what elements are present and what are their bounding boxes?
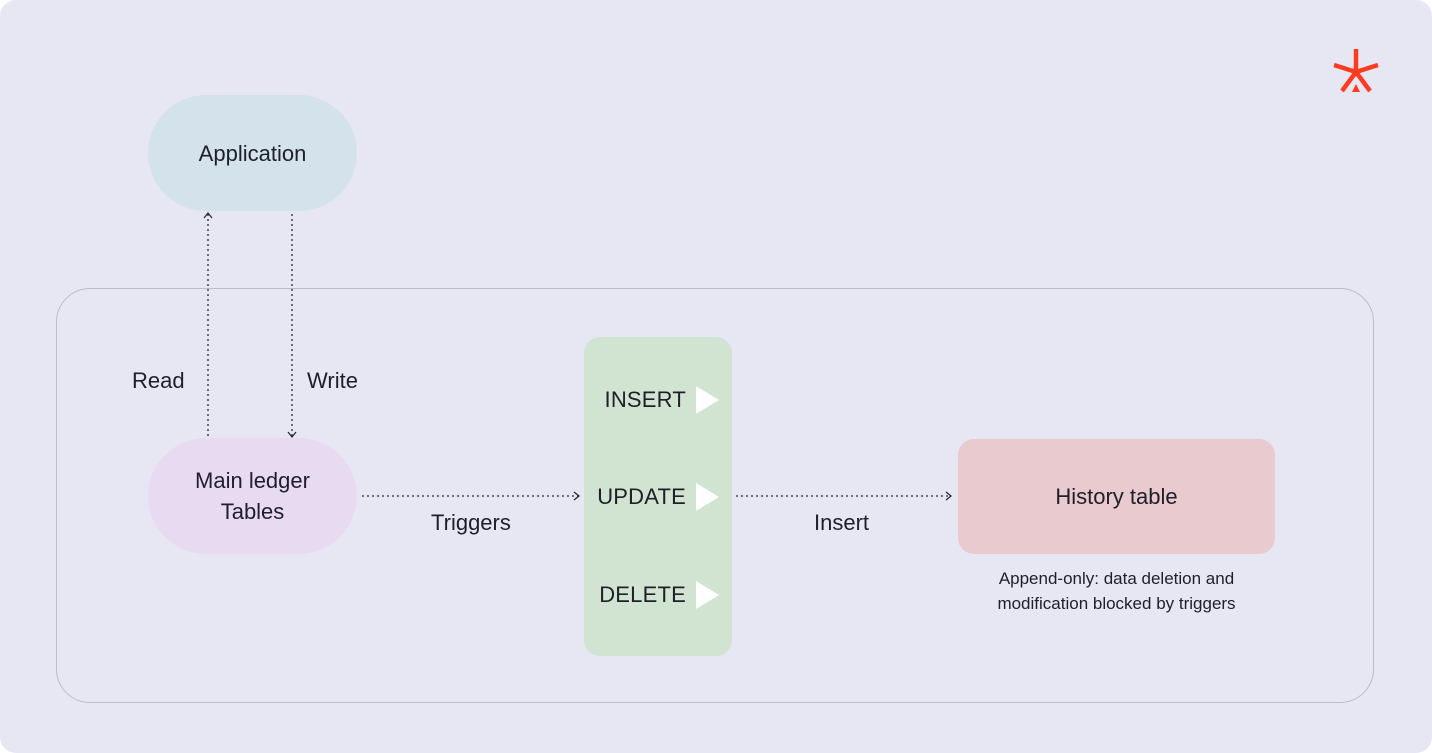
play-arrow-icon	[696, 483, 719, 511]
application-label: Application	[198, 140, 307, 166]
trigger-event-label: UPDATE	[597, 484, 686, 509]
play-arrow-icon	[696, 581, 719, 609]
read-arrowhead	[203, 211, 213, 219]
main-ledger-label-line2: Tables	[220, 499, 285, 524]
trigger-event-label: INSERT	[604, 387, 686, 412]
trigger-event-update: UPDATE	[584, 477, 732, 517]
trigger-events-box: INSERT UPDATE DELETE	[584, 337, 732, 656]
trigger-event-label: DELETE	[599, 582, 686, 607]
history-note: Append-only: data deletion and modificat…	[958, 566, 1275, 616]
asterisk-logo-icon	[1333, 49, 1379, 93]
triggers-label: Triggers	[431, 510, 511, 535]
play-arrow-icon	[696, 386, 719, 414]
history-table-node: History table	[958, 439, 1275, 554]
history-note-line2: modification blocked by triggers	[997, 594, 1236, 613]
main-ledger-label-line1: Main ledger	[195, 468, 310, 493]
history-table-label: History table	[1055, 484, 1178, 509]
trigger-event-insert: INSERT	[584, 380, 732, 420]
main-ledger-node: Main ledger Tables	[148, 438, 357, 554]
write-label: Write	[307, 368, 358, 393]
application-node: Application	[148, 95, 357, 211]
read-label: Read	[132, 368, 185, 393]
history-note-line1: Append-only: data deletion and	[998, 569, 1235, 588]
database-boundary	[56, 288, 1374, 703]
insert-label: Insert	[814, 510, 870, 535]
trigger-event-delete: DELETE	[584, 575, 732, 615]
